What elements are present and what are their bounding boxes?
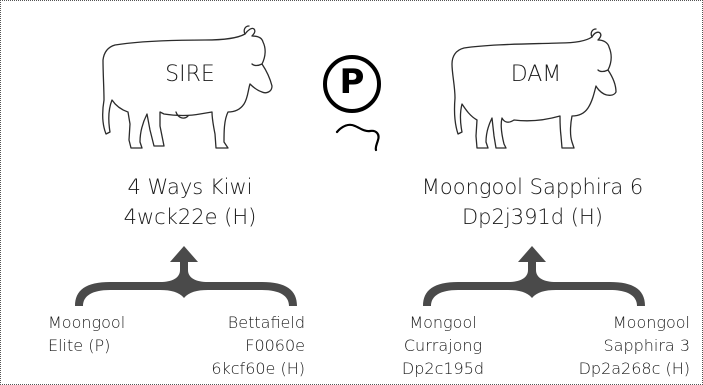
sire-dam-name: Bettafield F0060e 6kcf60e (H) [200,311,305,380]
polled-p-symbol-icon [323,55,381,152]
dam-sire-line3: Dp2c195d [401,359,485,378]
sire-sire-name: Moongool Elite (P) [48,311,178,357]
dam-dam-line1: Moongool [612,313,690,332]
dam-sire-line1: Mongool [409,313,477,332]
cow-outline-icon [451,28,617,149]
bull-outline-icon [102,25,273,149]
sire-label: SIRE [165,62,215,87]
sire-id: 4wck22e (H) [123,205,257,229]
dam-sire-name: Mongool Currajong Dp2c195d [388,311,498,380]
sire-sire-line2: Elite (P) [48,336,111,355]
sire-dam-line2: F0060e [245,336,305,355]
sire-name: 4 Ways Kiwi [127,175,253,199]
sire-arrow [75,246,297,306]
dam-arrow [423,246,645,306]
dam-name: Moongool Sapphira 6 [421,175,644,199]
sire-dam-line3: 6kcf60e (H) [211,359,305,378]
dam-dam-name: Moongool Sapphira 3 Dp2a268c (H) [560,311,690,380]
dam-label: DAM [510,62,562,87]
dam-dam-line2: Sapphira 3 [603,336,690,355]
dam-sire-line2: Currajong [403,336,483,355]
dam-id: Dp2j391d (H) [462,205,603,229]
sire-dam-line1: Bettafield [227,313,305,332]
sire-sire-line1: Moongool [48,313,126,332]
poll-letter: P [339,62,365,102]
dam-dam-line3: Dp2a268c (H) [578,359,690,378]
